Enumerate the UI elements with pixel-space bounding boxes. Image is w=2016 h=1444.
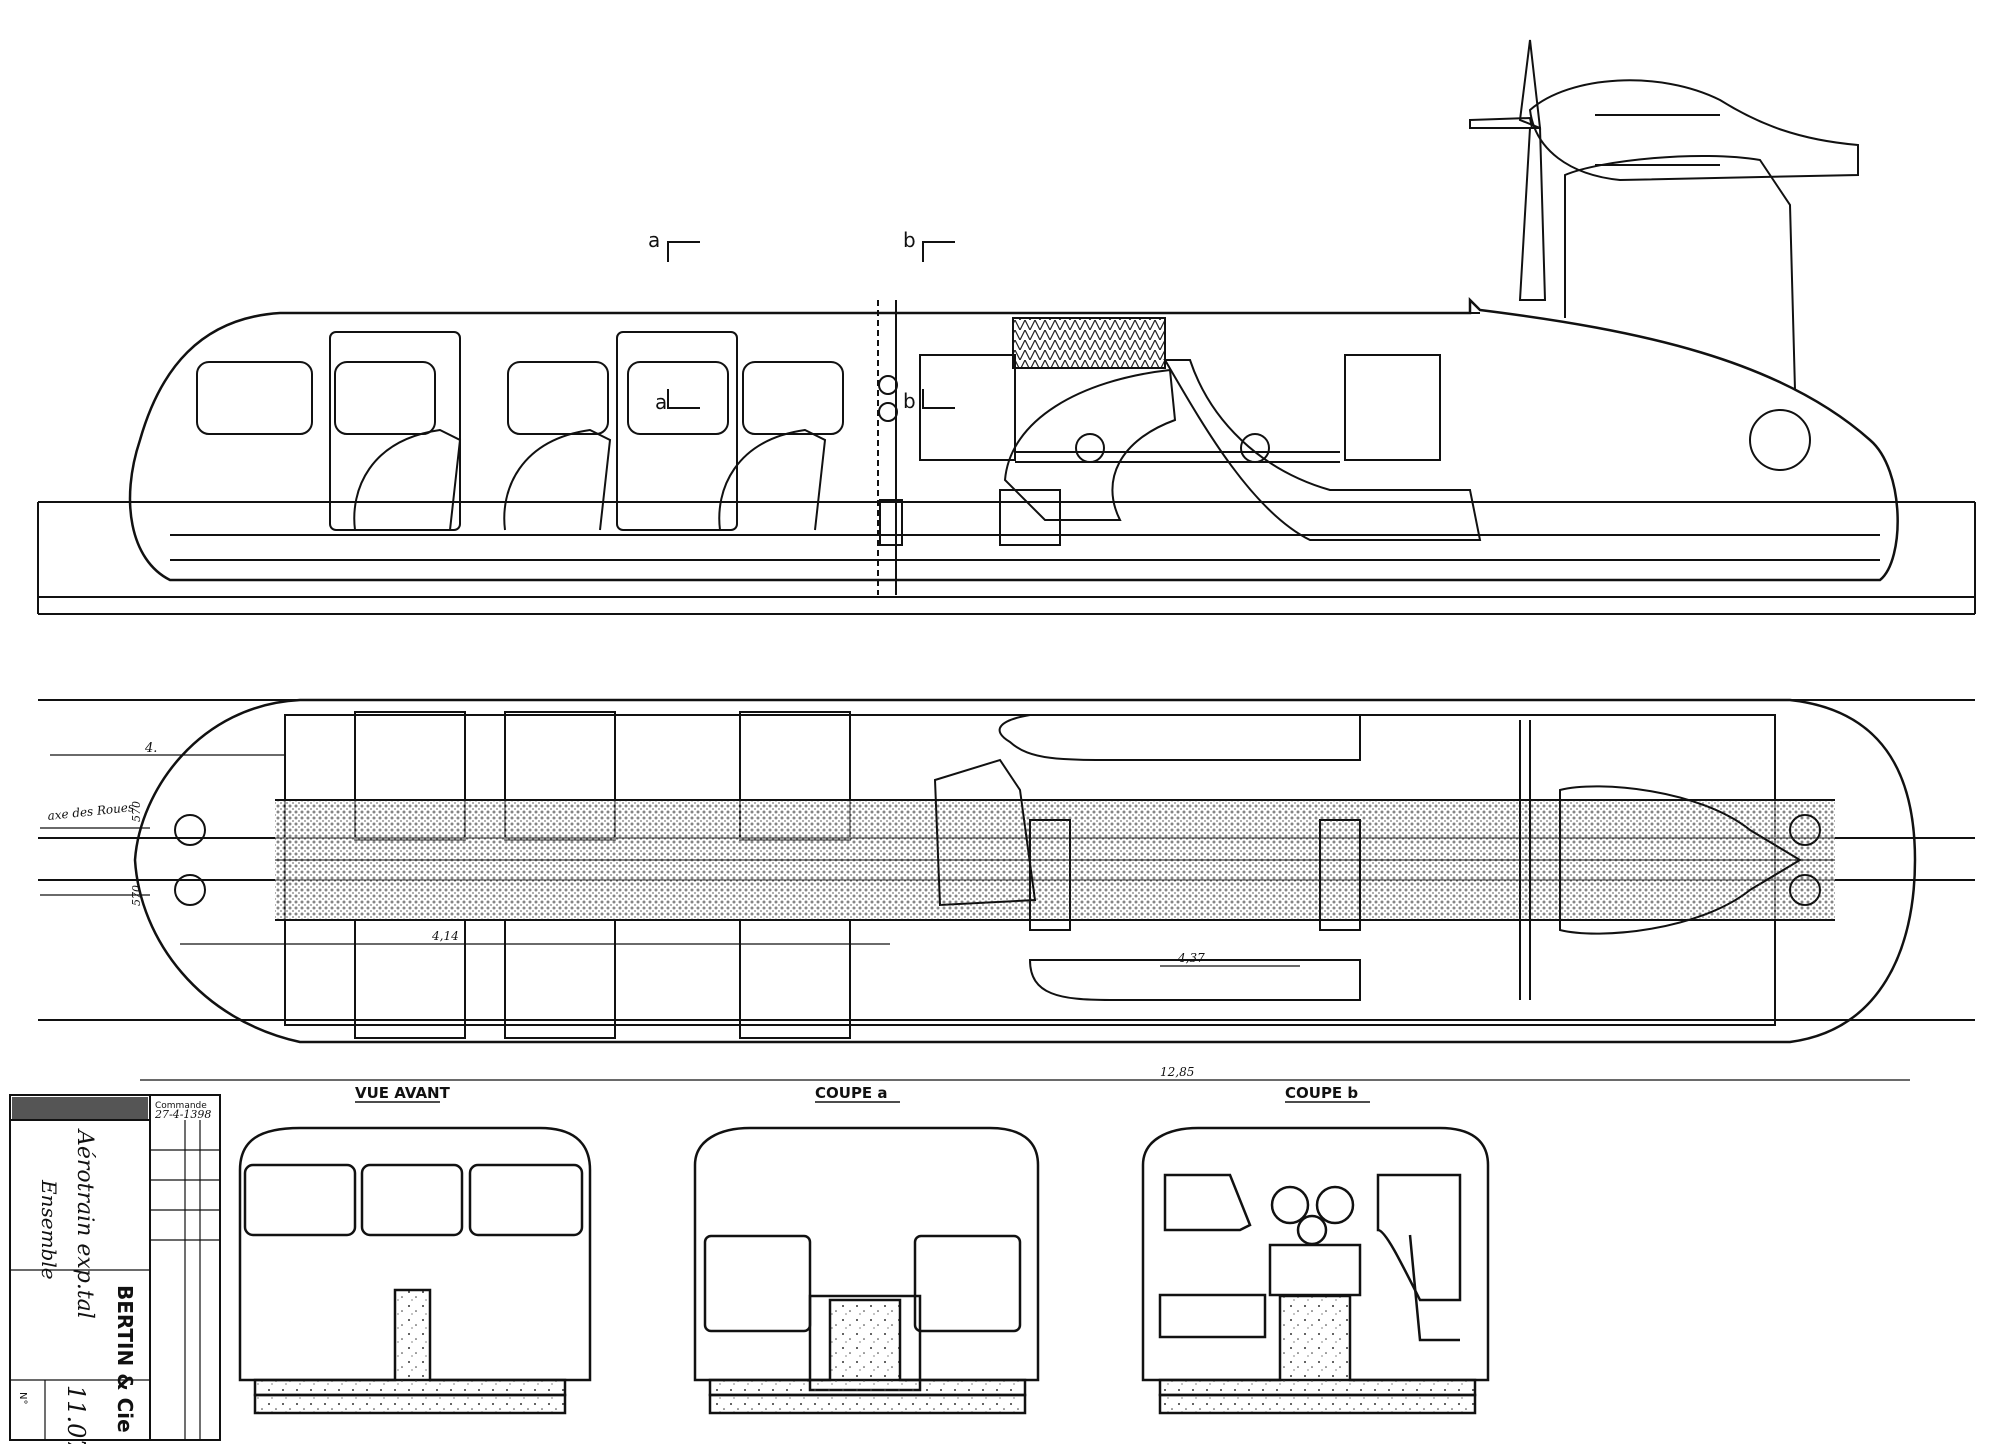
section-marker-a-bottom: a — [655, 389, 700, 414]
section-b-title: COUPE b — [1285, 1084, 1358, 1102]
dimension-4-14: 4,14 — [431, 929, 459, 943]
dimension-570-upper: 570 — [130, 801, 143, 822]
drawing-subtitle: Ensemble — [37, 1179, 61, 1280]
side-elevation — [37, 39, 1976, 615]
svg-text:a: a — [655, 390, 667, 414]
dimension-4-37: 4,37 — [1177, 951, 1205, 965]
svg-text:b: b — [903, 389, 916, 413]
dimension-axis-wheels: axe des Roues — [47, 800, 135, 823]
section-a-title: COUPE a — [815, 1084, 888, 1102]
commande-date: 27-4-1398 — [154, 1108, 211, 1121]
plan-view — [38, 698, 1975, 1081]
section-b-drawing — [1141, 1126, 1490, 1415]
dimension-570-lower: 570 — [130, 885, 143, 906]
svg-text:a: a — [648, 228, 660, 252]
front-view-drawing — [238, 1126, 592, 1415]
company-name: BERTIN & Cie — [113, 1285, 137, 1433]
section-marker-b-top: b — [903, 228, 955, 262]
title-block — [9, 1094, 221, 1441]
drawing-number-label: N° — [17, 1392, 28, 1404]
dimension-1: 4. — [144, 741, 157, 756]
section-marker-b-bottom: b — [903, 389, 955, 413]
section-marker-a-top: a — [648, 228, 700, 262]
dimension-12-85: 12,85 — [1160, 1065, 1194, 1079]
svg-text:b: b — [903, 228, 916, 252]
front-view-title: VUE AVANT — [355, 1084, 451, 1102]
drawing-number: 11.074 — [62, 1385, 90, 1444]
project-title: Aérotrain exp.tal — [72, 1128, 97, 1319]
commande-label: Commande — [155, 1101, 207, 1111]
section-a-drawing — [693, 1126, 1040, 1415]
